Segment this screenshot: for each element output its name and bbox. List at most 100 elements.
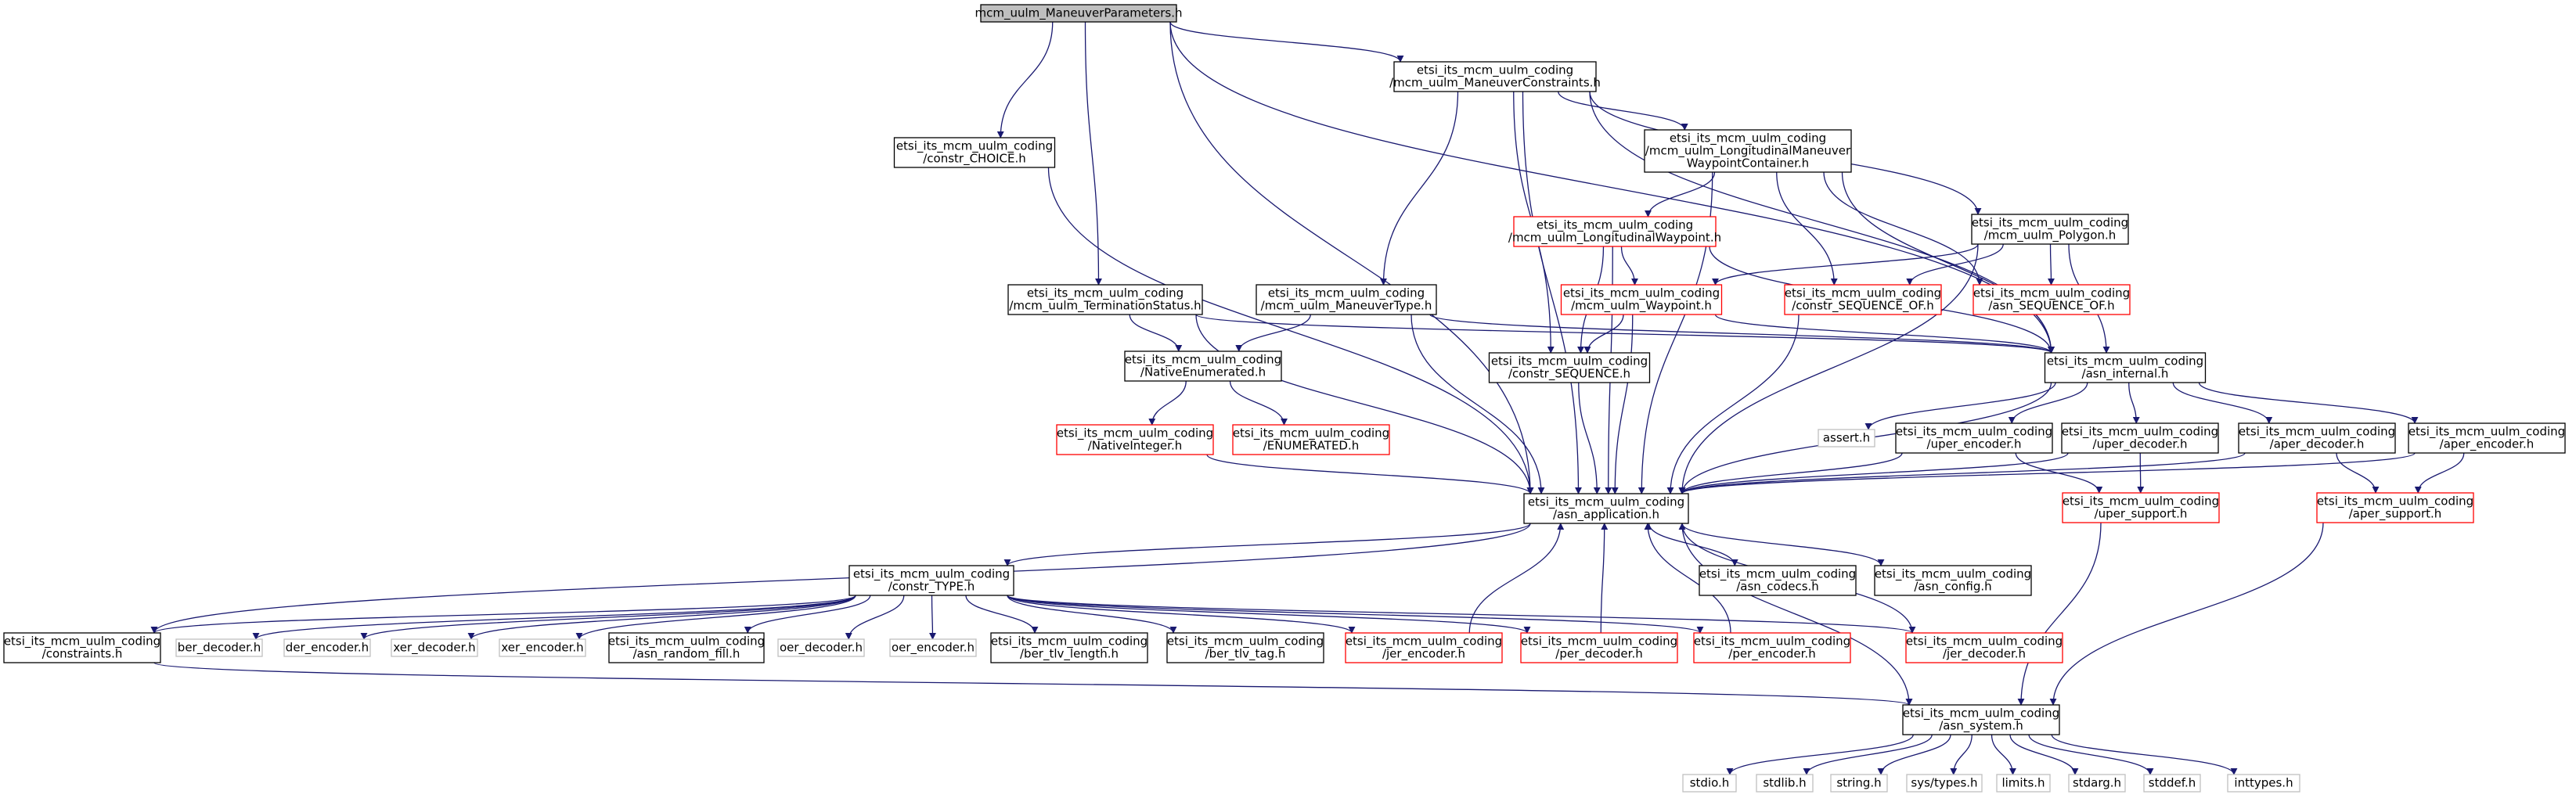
node-ct[interactable]: etsi_its_mcm_uulm_coding/constr_TYPE.h <box>848 565 1014 596</box>
node-string[interactable]: string.h <box>1830 774 1888 793</box>
node-oerd[interactable]: oer_decoder.h <box>777 638 865 657</box>
edge-ts-to-ne <box>1129 314 1183 352</box>
edge-lmwc-to-lw <box>1645 171 1716 217</box>
node-label-jerd-0: etsi_its_mcm_uulm_coding <box>1906 634 2063 649</box>
node-cso[interactable]: etsi_its_mcm_uulm_coding/constr_SEQUENCE… <box>1784 284 1942 315</box>
node-box-ts <box>1007 284 1203 315</box>
node-oere[interactable]: oer_encoder.h <box>889 638 977 657</box>
node-cs[interactable]: etsi_its_mcm_uulm_coding/constr_SEQUENCE… <box>1488 352 1651 383</box>
node-btl[interactable]: etsi_its_mcm_uulm_coding/ber_tlv_length.… <box>990 632 1148 663</box>
node-label-cons-1: /constraints.h <box>42 647 123 661</box>
node-aso[interactable]: etsi_its_mcm_uulm_coding/asn_SEQUENCE_OF… <box>1973 284 2131 315</box>
node-box-mc <box>1393 61 1597 92</box>
node-stdio[interactable]: stdio.h <box>1682 774 1737 793</box>
node-dere[interactable]: der_encoder.h <box>283 638 371 657</box>
node-mc[interactable]: etsi_its_mcm_uulm_coding/mcm_uulm_Maneuv… <box>1389 61 1601 92</box>
node-label-oerd-0: oer_decoder.h <box>780 641 863 656</box>
node-ae[interactable]: etsi_its_mcm_uulm_coding/aper_encoder.h <box>2408 422 2566 454</box>
node-en[interactable]: etsi_its_mcm_uulm_coding/ENUMERATED.h <box>1232 424 1390 455</box>
node-limits[interactable]: limits.h <box>1996 774 2051 793</box>
node-choice[interactable]: etsi_its_mcm_uulm_coding/constr_CHOICE.h <box>893 137 1056 168</box>
node-box-oere <box>889 638 977 657</box>
node-ne[interactable]: etsi_its_mcm_uulm_coding/NativeEnumerate… <box>1124 350 1282 382</box>
node-ts[interactable]: etsi_its_mcm_uulm_coding/mcm_uulm_Termin… <box>1007 284 1203 315</box>
edge-ts-to-aa <box>1195 314 1534 494</box>
node-jere[interactable]: etsi_its_mcm_uulm_coding/jer_encoder.h <box>1345 632 1503 663</box>
node-perd[interactable]: etsi_its_mcm_uulm_coding/per_decoder.h <box>1520 632 1678 663</box>
node-cons[interactable]: etsi_its_mcm_uulm_coding/constraints.h <box>3 632 161 663</box>
node-ni[interactable]: etsi_its_mcm_uulm_coding/NativeInteger.h <box>1056 424 1214 455</box>
node-xerd[interactable]: xer_decoder.h <box>391 638 478 657</box>
edge-ct-to-jere <box>1007 595 1356 634</box>
node-aa[interactable]: etsi_its_mcm_uulm_coding/asn_application… <box>1523 493 1689 524</box>
node-label-ne-0: etsi_its_mcm_uulm_coding <box>1125 353 1281 368</box>
node-mt[interactable]: etsi_its_mcm_uulm_coding/mcm_uulm_Maneuv… <box>1256 284 1437 315</box>
node-label-ud-0: etsi_its_mcm_uulm_coding <box>2062 425 2218 440</box>
node-ad[interactable]: etsi_its_mcm_uulm_coding/aper_decoder.h <box>2238 422 2396 454</box>
node-stdarg[interactable]: stdarg.h <box>2068 774 2126 793</box>
node-box-en <box>1232 424 1390 455</box>
node-systypes[interactable]: sys/types.h <box>1906 774 1983 793</box>
node-acod[interactable]: etsi_its_mcm_uulm_coding/asn_codecs.h <box>1699 565 1857 596</box>
node-as[interactable]: etsi_its_mcm_uulm_coding/aper_support.h <box>2316 492 2474 523</box>
edge-cs-to-aa <box>1578 382 1601 494</box>
edge-wp-to-ai <box>1714 314 2055 354</box>
node-box-asys <box>1902 704 2060 735</box>
edge-ct-to-oere <box>928 595 936 640</box>
node-root[interactable]: mcm_uulm_ManeuverParameters.h <box>975 4 1183 23</box>
node-pere[interactable]: etsi_its_mcm_uulm_coding/per_encoder.h <box>1693 632 1851 663</box>
node-jerd[interactable]: etsi_its_mcm_uulm_coding/jer_decoder.h <box>1905 632 2063 663</box>
edge-asys-to-inttypes <box>2051 734 2238 775</box>
node-box-cs <box>1488 352 1651 383</box>
edge-choice-to-aa <box>1047 167 1534 494</box>
node-label-arf-0: etsi_its_mcm_uulm_coding <box>608 634 765 649</box>
node-stddef[interactable]: stddef.h <box>2143 774 2201 793</box>
node-box-as <box>2316 492 2474 523</box>
node-label-pere-0: etsi_its_mcm_uulm_coding <box>1694 634 1850 649</box>
node-box-ai <box>2044 352 2207 383</box>
node-box-dere <box>283 638 371 657</box>
node-ue[interactable]: etsi_its_mcm_uulm_coding/uper_encoder.h <box>1895 422 2053 454</box>
node-ai[interactable]: etsi_its_mcm_uulm_coding/asn_internal.h <box>2044 352 2207 383</box>
node-inttypes[interactable]: inttypes.h <box>2227 774 2300 793</box>
node-box-oerd <box>777 638 865 657</box>
node-label-ae-0: etsi_its_mcm_uulm_coding <box>2408 425 2565 440</box>
node-label-mc-1: /mcm_uulm_ManeuverConstraints.h <box>1389 76 1601 91</box>
edge-lmwc-to-aso <box>1823 171 1983 286</box>
node-arf[interactable]: etsi_its_mcm_uulm_coding/asn_random_fill… <box>608 632 765 663</box>
node-poly[interactable]: etsi_its_mcm_uulm_coding/mcm_uulm_Polygo… <box>1971 214 2129 245</box>
node-btt[interactable]: etsi_its_mcm_uulm_coding/ber_tlv_tag.h <box>1166 632 1324 663</box>
edge-wp-to-cs <box>1583 314 1624 354</box>
node-box-cso <box>1784 284 1942 315</box>
node-label-ue-1: /uper_encoder.h <box>1927 437 2022 452</box>
node-label-ae-1: /aper_encoder.h <box>2440 437 2535 452</box>
node-wp[interactable]: etsi_its_mcm_uulm_coding/mcm_uulm_Waypoi… <box>1560 284 1723 315</box>
node-label-assert-0: assert.h <box>1823 431 1870 445</box>
node-lw[interactable]: etsi_its_mcm_uulm_coding/mcm_uulm_Longit… <box>1508 216 1721 247</box>
edge-ct-to-arf <box>744 595 871 634</box>
node-us[interactable]: etsi_its_mcm_uulm_coding/uper_support.h <box>2062 492 2220 523</box>
node-berd[interactable]: ber_decoder.h <box>175 638 263 657</box>
node-label-ad-0: etsi_its_mcm_uulm_coding <box>2239 425 2395 440</box>
node-ud[interactable]: etsi_its_mcm_uulm_coding/uper_decoder.h <box>2061 422 2219 454</box>
edge-perd-to-aa <box>1600 523 1609 634</box>
edge-ct-to-oerd <box>845 595 905 640</box>
node-box-perd <box>1520 632 1678 663</box>
node-box-lmwc <box>1644 129 1852 173</box>
node-asys[interactable]: etsi_its_mcm_uulm_coding/asn_system.h <box>1902 704 2060 735</box>
node-acfg[interactable]: etsi_its_mcm_uulm_coding/asn_config.h <box>1874 565 2032 596</box>
edge-ne-to-ni <box>1148 380 1187 426</box>
node-xere[interactable]: xer_encoder.h <box>499 638 586 657</box>
node-box-aa <box>1523 493 1689 524</box>
edge-poly-to-aso <box>2047 243 2055 286</box>
node-label-us-1: /uper_support.h <box>2095 507 2188 522</box>
node-assert[interactable]: assert.h <box>1818 429 1875 448</box>
node-label-jere-0: etsi_its_mcm_uulm_coding <box>1346 634 1502 649</box>
node-label-btl-0: etsi_its_mcm_uulm_coding <box>991 634 1147 649</box>
node-box-pere <box>1693 632 1851 663</box>
node-lmwc[interactable]: etsi_its_mcm_uulm_coding/mcm_uulm_Longit… <box>1644 129 1852 173</box>
node-label-stdarg-0: stdarg.h <box>2073 776 2121 790</box>
node-stdlib[interactable]: stdlib.h <box>1756 774 1814 793</box>
node-label-acfg-1: /asn_config.h <box>1914 580 1991 595</box>
node-box-poly <box>1971 214 2129 245</box>
